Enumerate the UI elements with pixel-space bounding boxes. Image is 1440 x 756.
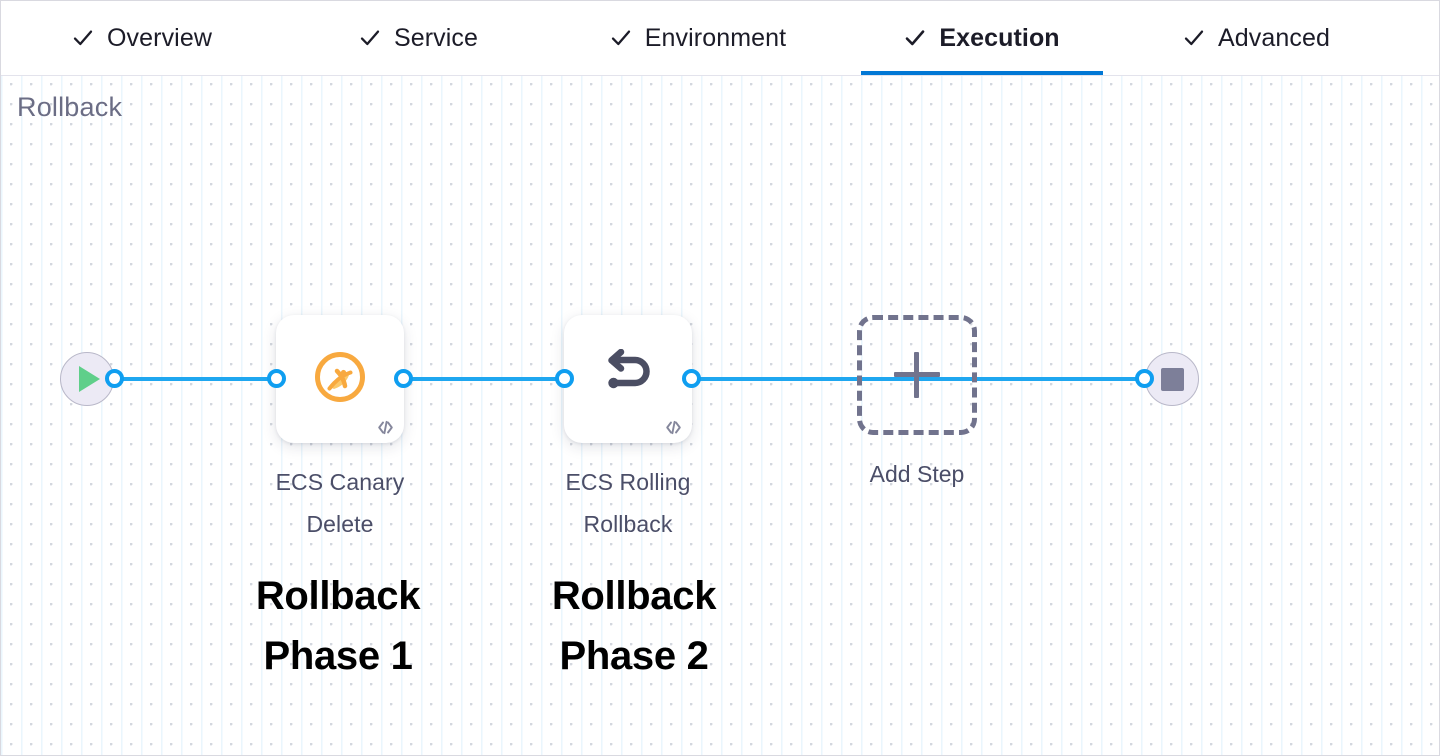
annotation-rollback-phase-1: Rollback Phase 1 — [255, 574, 421, 678]
tab-execution[interactable]: Execution — [861, 1, 1103, 75]
connector-addstep-to-end — [915, 377, 1153, 381]
step-label-ecs-rolling-rollback: ECS Rolling Rollback — [565, 469, 691, 537]
tab-label: Service — [393, 23, 479, 52]
step-label-ecs-canary-delete: ECS Canary Delete — [275, 469, 405, 537]
tab-label: Execution — [939, 23, 1060, 52]
check-icon — [904, 27, 926, 49]
check-icon — [1183, 27, 1205, 49]
step2-input-port[interactable] — [555, 369, 574, 388]
start-node-output-port[interactable] — [105, 369, 124, 388]
ecs-canary-delete-icon — [312, 349, 368, 410]
tab-advanced[interactable]: Advanced — [1149, 1, 1364, 75]
step1-input-port[interactable] — [267, 369, 286, 388]
check-icon — [610, 27, 632, 49]
tab-overview[interactable]: Overview — [39, 1, 245, 75]
play-icon — [79, 366, 100, 392]
connector-step2-to-addstep — [687, 377, 915, 381]
check-icon — [359, 27, 381, 49]
end-node-input-port[interactable] — [1135, 369, 1154, 388]
step-card-ecs-canary-delete[interactable] — [276, 315, 404, 443]
tab-environment[interactable]: Environment — [579, 1, 817, 75]
step1-output-port[interactable] — [394, 369, 413, 388]
code-icon[interactable] — [663, 417, 683, 437]
tab-active-indicator — [861, 71, 1103, 75]
step2-output-port[interactable] — [682, 369, 701, 388]
tab-service[interactable]: Service — [326, 1, 511, 75]
tab-active-indicator — [1149, 71, 1364, 75]
rollback-arrow-icon — [597, 348, 659, 410]
tab-active-indicator — [579, 71, 817, 75]
code-icon[interactable] — [375, 417, 395, 437]
add-step-label: Add Step — [869, 461, 965, 487]
stage-title: Rollback — [17, 92, 123, 122]
tab-active-indicator — [326, 71, 511, 75]
connector-start-to-step1 — [111, 377, 289, 381]
plus-icon — [894, 352, 940, 398]
check-icon — [72, 27, 94, 49]
tab-active-indicator — [39, 71, 245, 75]
end-node[interactable] — [1145, 352, 1199, 406]
add-step-button[interactable] — [857, 315, 977, 435]
tab-label: Environment — [644, 23, 787, 52]
tab-label: Advanced — [1218, 23, 1330, 52]
annotation-rollback-phase-2: Rollback Phase 2 — [551, 574, 717, 678]
pipeline-tab-bar: Overview Service Environment — [1, 1, 1439, 76]
pipeline-canvas[interactable]: Rollback — [1, 76, 1439, 755]
stop-icon — [1160, 367, 1184, 391]
rollback-stage-graph: ECS Canary Delete Rollback Phase 1 — [1, 76, 1439, 755]
step-card-ecs-rolling-rollback[interactable] — [564, 315, 692, 443]
tab-label: Overview — [107, 23, 212, 52]
connector-step1-to-step2 — [399, 377, 577, 381]
